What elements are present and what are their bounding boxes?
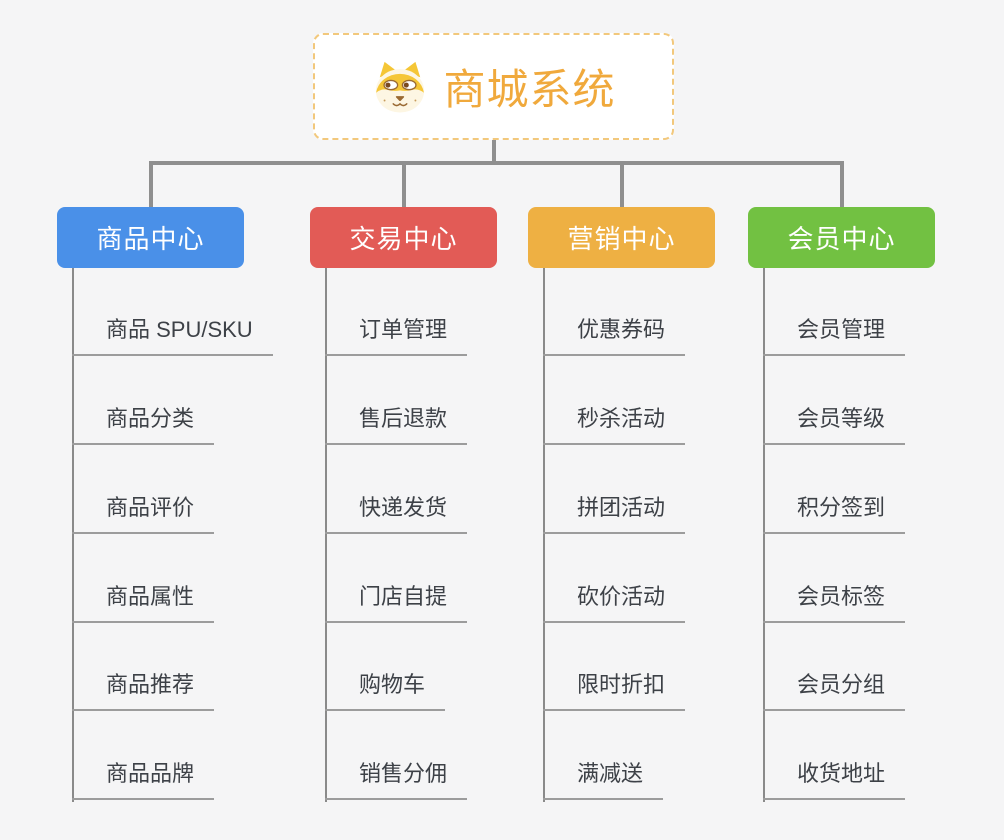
branch-spine-line — [763, 268, 765, 802]
branch-connector-line — [149, 161, 844, 165]
connector-drop-line — [840, 161, 844, 207]
connector-drop-line — [402, 161, 406, 207]
leaf-node[interactable]: 商品推荐 — [72, 670, 215, 711]
leaf-node[interactable]: 拼团活动 — [543, 493, 686, 534]
leaf-node[interactable]: 会员等级 — [763, 404, 906, 445]
leaf-node[interactable]: 会员管理 — [763, 315, 906, 356]
branch-spine-line — [72, 268, 74, 802]
branch-node-members[interactable]: 会员中心 — [748, 207, 935, 268]
leaf-node[interactable]: 限时折扣 — [543, 670, 686, 711]
leaf-node[interactable]: 商品属性 — [72, 582, 215, 623]
branch-spine-line — [325, 268, 327, 802]
leaf-node[interactable]: 商品品牌 — [72, 759, 215, 800]
leaf-node[interactable]: 商品分类 — [72, 404, 215, 445]
dog-face-icon — [376, 61, 425, 113]
leaf-node[interactable]: 会员标签 — [763, 582, 906, 623]
leaf-node[interactable]: 快递发货 — [325, 493, 468, 534]
branch-node-trade[interactable]: 交易中心 — [310, 207, 497, 268]
leaf-node[interactable]: 秒杀活动 — [543, 404, 686, 445]
leaf-node[interactable]: 销售分佣 — [325, 759, 468, 800]
leaf-node[interactable]: 砍价活动 — [543, 582, 686, 623]
leaf-node[interactable]: 商品评价 — [72, 493, 215, 534]
connector-drop-line — [149, 161, 153, 207]
leaf-node[interactable]: 积分签到 — [763, 493, 906, 534]
leaf-node[interactable]: 满减送 — [543, 759, 664, 800]
leaf-node[interactable]: 订单管理 — [325, 315, 468, 356]
root-connector-line — [492, 140, 496, 165]
leaf-node[interactable]: 商品 SPU/SKU — [72, 315, 273, 356]
root-node-title: 商城系统 — [443, 66, 616, 113]
branch-spine-line — [543, 268, 545, 802]
leaf-node[interactable]: 售后退款 — [325, 404, 468, 445]
connector-drop-line — [620, 161, 624, 207]
branch-node-marketing[interactable]: 营销中心 — [528, 207, 715, 268]
leaf-node[interactable]: 优惠券码 — [543, 315, 686, 356]
leaf-node[interactable]: 会员分组 — [763, 670, 906, 711]
leaf-node[interactable]: 购物车 — [325, 670, 446, 711]
branch-node-products[interactable]: 商品中心 — [57, 207, 244, 268]
root-node[interactable]: 商城系统 — [313, 33, 674, 140]
leaf-node[interactable]: 门店自提 — [325, 582, 468, 623]
leaf-node[interactable]: 收货地址 — [763, 759, 906, 800]
